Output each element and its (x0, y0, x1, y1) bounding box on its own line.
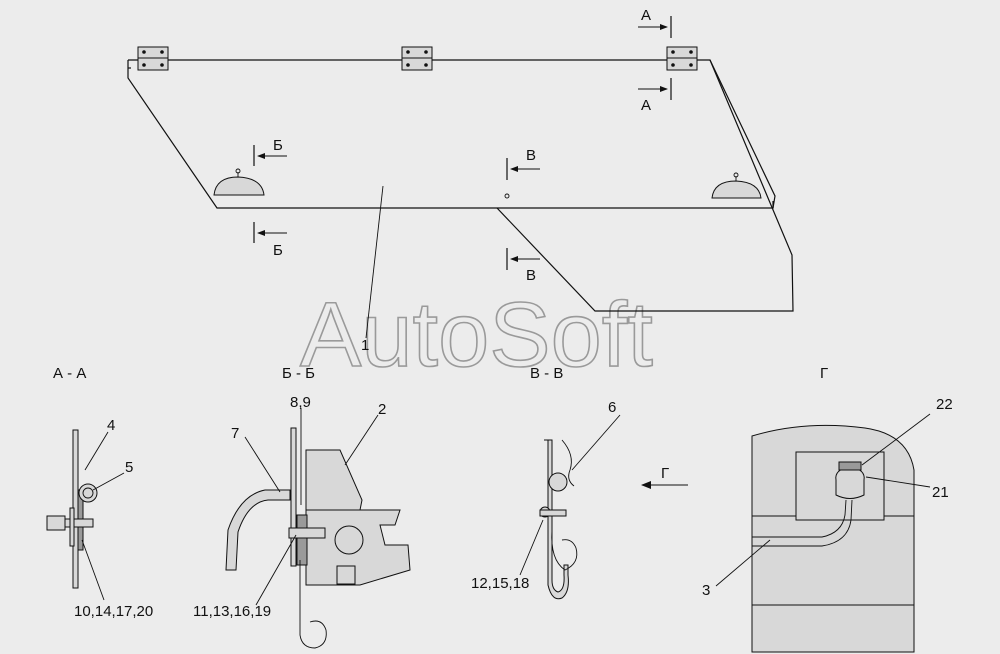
marker-b-bottom: Б (273, 242, 283, 259)
marker-b-top: Б (273, 137, 283, 154)
section-marker-b: Б Б (253, 137, 287, 259)
handle-right (711, 172, 762, 199)
callout-bb-11-13-16-19: 11,13,16,19 (193, 603, 271, 620)
callout-bb-7: 7 (231, 425, 239, 442)
callout-aa-4: 4 (107, 417, 115, 434)
callout-aa-5: 5 (125, 459, 133, 476)
bb-bolt (288, 527, 326, 539)
small-hole (504, 193, 510, 199)
hinge-middle (401, 46, 433, 71)
marker-v-bottom: В (526, 267, 536, 284)
aa-hinge-pin (78, 483, 98, 503)
bb-seal (225, 489, 291, 571)
callout-aa-10-14-17-20: 10,14,17,20 (74, 603, 153, 620)
section-aa: А - А 4 5 10,14,17,20 (46, 365, 153, 620)
callout-g-3: 3 (702, 582, 710, 599)
view-g-title: Г (820, 365, 828, 382)
callout-g-21: 21 (932, 484, 949, 501)
callout-vv-12-15-18: 12,15,18 (471, 575, 529, 592)
aa-bolt-head (46, 515, 66, 531)
section-vv: В - В 6 12,15,18 (471, 365, 621, 600)
section-bb: Б - Б 8,9 2 7 11,13,16,19 (193, 365, 411, 649)
handle-left (213, 168, 265, 196)
section-bb-title: Б - Б (282, 365, 315, 382)
marker-a-bottom: А (641, 97, 651, 114)
watermark: AutoSoft (300, 284, 653, 386)
callout-bb-2: 2 (378, 401, 386, 418)
marker-a-top: А (641, 7, 651, 24)
view-arrow-g: Г (641, 465, 688, 489)
hinge-left (137, 46, 169, 71)
hinge-right (666, 46, 698, 71)
vv-pin (548, 472, 568, 492)
callout-vv-6: 6 (608, 399, 616, 416)
marker-v-top: В (526, 147, 536, 164)
bb-panel (290, 427, 297, 567)
view-g: Г 22 21 3 (702, 365, 953, 653)
section-marker-a: А А (638, 7, 672, 114)
callout-bb-8-9: 8,9 (290, 394, 311, 411)
view-g-clip (835, 465, 865, 499)
bb-bracket (305, 449, 363, 511)
leader-1 (365, 185, 384, 339)
vv-panel (544, 439, 569, 600)
callout-1: 1 (361, 337, 369, 354)
section-aa-title: А - А (53, 365, 86, 382)
callout-g-22: 22 (936, 396, 953, 413)
section-vv-title: В - В (530, 365, 563, 382)
panel-main-view: 1 (127, 7, 794, 354)
panel-side-flap (496, 59, 794, 312)
bb-latch-hole (334, 525, 364, 555)
section-marker-v: В В (506, 147, 540, 284)
view-arrow-g-label: Г (661, 465, 669, 482)
